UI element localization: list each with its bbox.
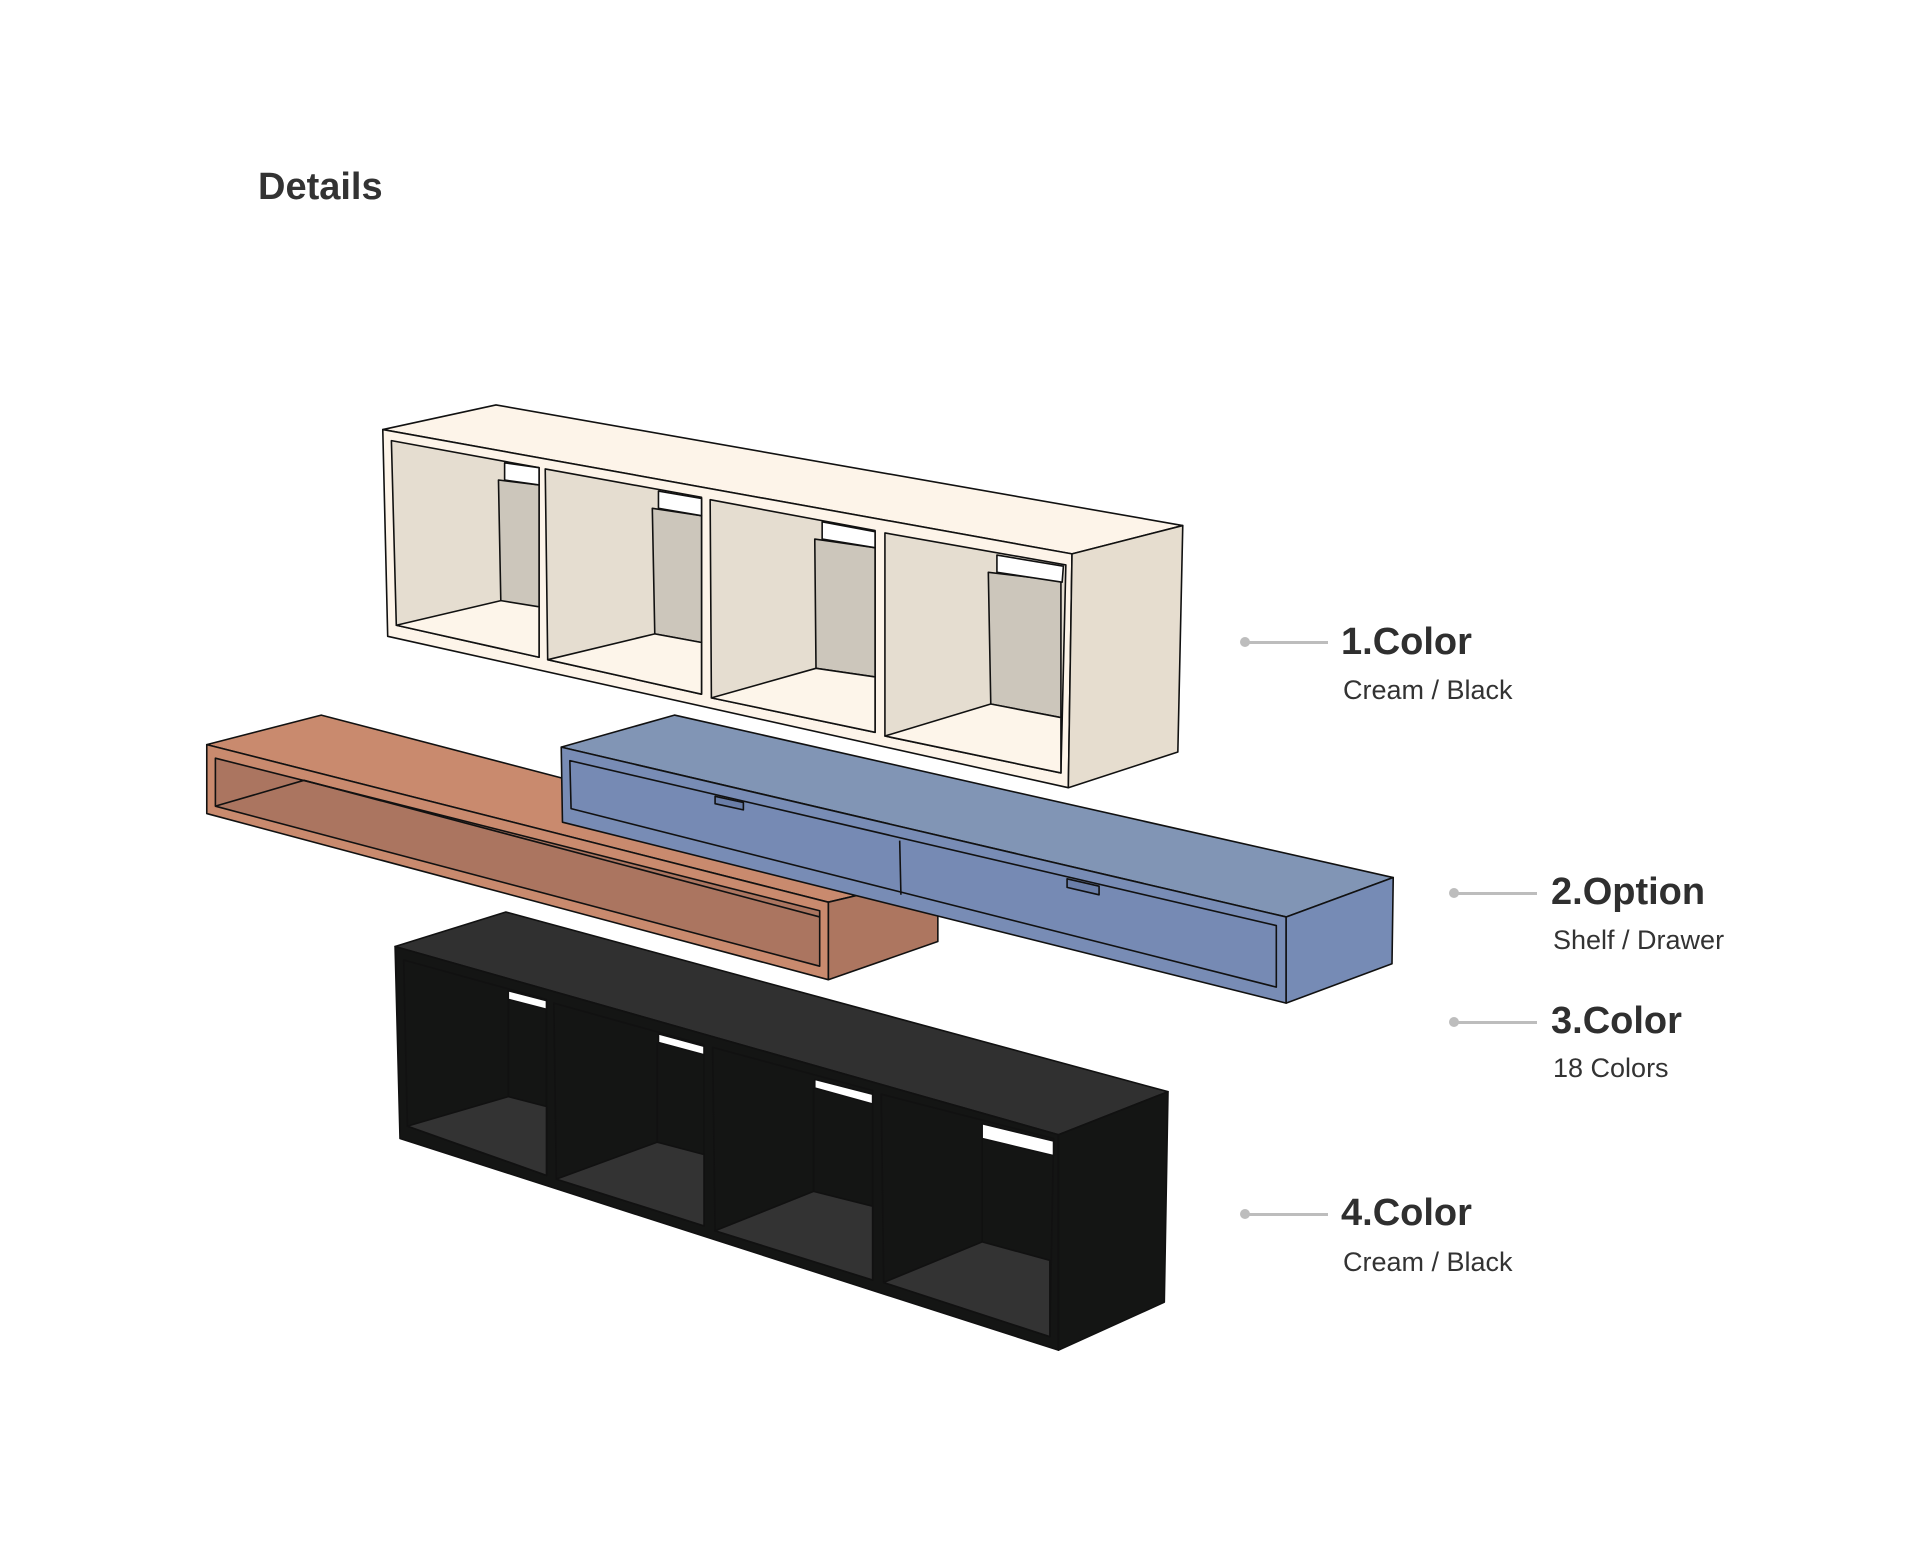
callout-title: 2.Option (1551, 871, 1706, 913)
callout-line (1245, 641, 1328, 644)
black-slot (657, 1033, 705, 1056)
callout-line (1245, 1213, 1328, 1216)
cream-floor (546, 633, 703, 695)
black-slot (981, 1122, 1055, 1157)
callout-subtitle: Cream / Black (1343, 675, 1513, 705)
terracotta-opening (214, 757, 821, 967)
cream-back-panel (651, 507, 703, 644)
callout-title: 3.Color (1551, 1000, 1682, 1042)
blue-side (1285, 876, 1395, 1004)
callout-subtitle: Shelf / Drawer (1553, 925, 1725, 955)
callout-title: 4.Color (1341, 1192, 1472, 1234)
drawer-divider (898, 840, 902, 895)
terracotta-inner-edge (215, 779, 820, 918)
drawer-handle-left (714, 795, 745, 811)
callout-subtitle: Cream / Black (1343, 1247, 1513, 1277)
black-cabinet (394, 911, 1169, 1351)
cream-floor (395, 599, 540, 659)
black-slot (507, 989, 548, 1011)
page-title: Details (258, 166, 383, 208)
cream-back-panel (987, 571, 1062, 719)
drawer-handle-right (1066, 877, 1100, 896)
black-floor (406, 1095, 548, 1177)
black-floor (555, 1141, 705, 1227)
black-floor (882, 1241, 1051, 1338)
cream-floor (884, 703, 1062, 774)
callout-line (1454, 892, 1537, 895)
cream-slot (821, 521, 876, 549)
blue-drawer-frame (569, 759, 1278, 988)
cream-back-panel (813, 538, 876, 678)
cream-slot (657, 490, 703, 517)
cream-slot (503, 461, 540, 486)
cream-cabinet-side (1067, 524, 1184, 789)
cream-slot (996, 554, 1065, 583)
black-side (1057, 1090, 1169, 1351)
callout-line (1454, 1021, 1537, 1024)
callout-subtitle: 18 Colors (1553, 1053, 1669, 1083)
black-floor (714, 1190, 874, 1281)
blue-drawer-unit (560, 714, 1395, 1004)
cream-back-panel (497, 479, 540, 609)
cream-floor (710, 667, 876, 734)
black-slot (813, 1078, 874, 1105)
callout-title: 1.Color (1341, 621, 1472, 663)
cream-cabinet (381, 404, 1184, 789)
